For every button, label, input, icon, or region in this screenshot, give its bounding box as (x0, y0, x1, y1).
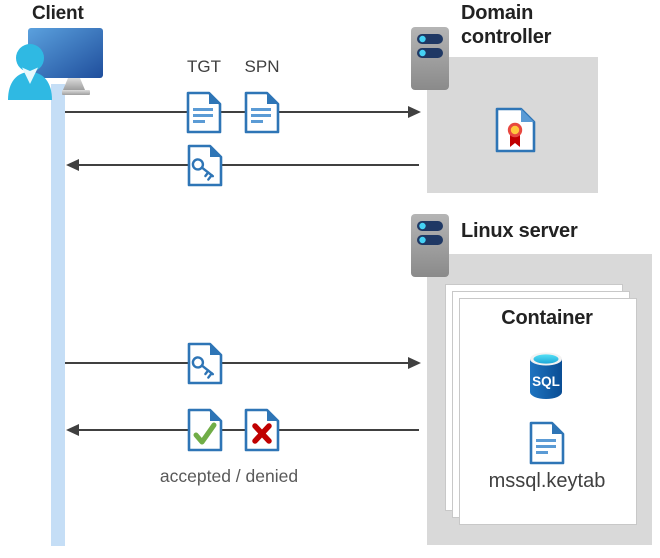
seal-inner (510, 125, 520, 135)
server-icon (411, 214, 449, 277)
person-head (16, 44, 44, 72)
arrow-dc-to-client (78, 164, 419, 166)
arrowhead-left-icon (66, 159, 79, 171)
sql-label: SQL (532, 374, 560, 389)
arrowhead-right-icon (408, 106, 421, 118)
arrowhead-left-icon (66, 424, 79, 436)
client-title: Client (32, 3, 84, 24)
monitor-stand (63, 78, 85, 90)
monitor-base (62, 90, 90, 95)
container-title: Container (501, 307, 593, 329)
keytab-filename: mssql.keytab (488, 470, 606, 492)
monitor-screen (28, 28, 103, 78)
x-glyph (252, 423, 272, 444)
keytab-document-icon (529, 421, 565, 465)
key-ticket-document-icon (187, 342, 223, 385)
person-collar (22, 67, 38, 84)
linux-server-title: Linux server (461, 220, 578, 242)
accepted-denied-label: accepted / denied (159, 466, 299, 486)
checkmark-glyph (193, 422, 217, 445)
arrow-client-to-sql (65, 362, 409, 364)
denied-document-icon (244, 408, 280, 452)
arrowhead-right-icon (408, 357, 421, 369)
arrow-client-to-dc (65, 111, 409, 113)
tgt-label: TGT (187, 57, 221, 76)
key-glyph (191, 356, 215, 379)
sql-database-icon: SQL (530, 352, 562, 399)
tgt-document-icon (186, 91, 222, 134)
domain-controller-title: Domain controller (461, 2, 552, 48)
spn-document-icon (244, 91, 280, 134)
container-card (459, 298, 637, 525)
certificate-icon (495, 107, 536, 153)
server-icon (411, 27, 449, 90)
ribbon-tails (510, 134, 520, 147)
client-computer-icon (8, 28, 103, 100)
spn-label: SPN (244, 57, 280, 76)
key-ticket-document-icon (187, 144, 223, 187)
person-body (8, 72, 52, 100)
client-lifeline (51, 84, 65, 546)
key-glyph (191, 158, 215, 181)
accepted-document-icon (187, 408, 223, 452)
